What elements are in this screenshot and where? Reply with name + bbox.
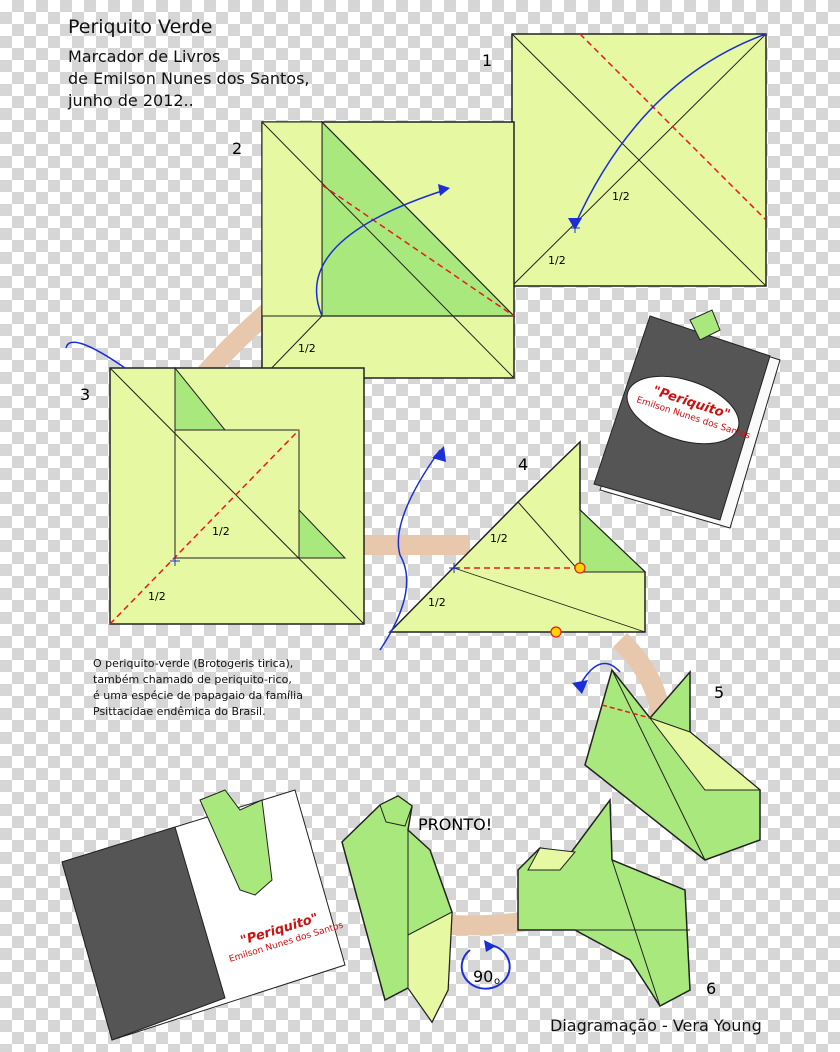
step-4-half-label: 1/2 [490,532,508,545]
step-1-number: 1 [482,51,492,70]
step-6-diagram [517,797,691,1007]
species-description: O periquito-verde (Brotogeris tirica), t… [93,656,303,720]
step-2-number: 2 [232,139,242,158]
book-illustration-bottom: "Periquito" Emilson Nunes dos Santos [61,789,346,1041]
step-1-diagram [511,33,767,287]
step-2-half-label: 1/2 [298,342,316,355]
step-3-half-label: 1/2 [212,525,230,538]
step-3-half-label-2: 1/2 [148,590,166,603]
step-4-diagram [379,440,647,651]
step-2-diagram [261,120,516,379]
step-5-diagram [572,662,762,861]
step-3-number: 3 [80,385,90,404]
description-line-4: Psittacidae endêmica do Brasil. [93,705,266,718]
step-4-half-label-2: 1/2 [428,596,446,609]
description-line-1: O periquito-verde (Brotogeris tirica), [93,657,294,670]
rotation-degree-mark: o [494,976,500,987]
step-4-number: 4 [518,455,528,474]
step-1-half-label: 1/2 [612,190,630,203]
diagram-credit: Diagramação - Vera Young [550,1016,762,1035]
step-3-diagram [65,341,365,625]
subtitle-line-3: junho de 2012.. [68,91,194,110]
rotation-90-icon: 90 o [460,940,511,990]
step-1-half-label-2: 1/2 [548,254,566,267]
page-title: Periquito Verde [68,16,213,38]
step-5-number: 5 [714,683,724,702]
subtitle-line-1: Marcador de Livros [68,47,221,66]
rotation-90-label: 90 [473,967,493,986]
subtitle-line-2: de Emilson Nunes dos Santos, [68,69,310,88]
pronto-label: PRONTO! [418,815,492,834]
book-illustration-top: "Periquito" Emilson Nunes dos Santos [593,309,781,529]
description-line-2: também chamado de periquito-rico, [93,673,292,686]
description-line-3: é uma espécie de papagaio da família [93,689,303,702]
final-parakeet-diagram [341,795,453,1024]
step-6-number: 6 [706,979,716,998]
page-subtitle: Marcador de Livros de Emilson Nunes dos … [68,46,310,112]
